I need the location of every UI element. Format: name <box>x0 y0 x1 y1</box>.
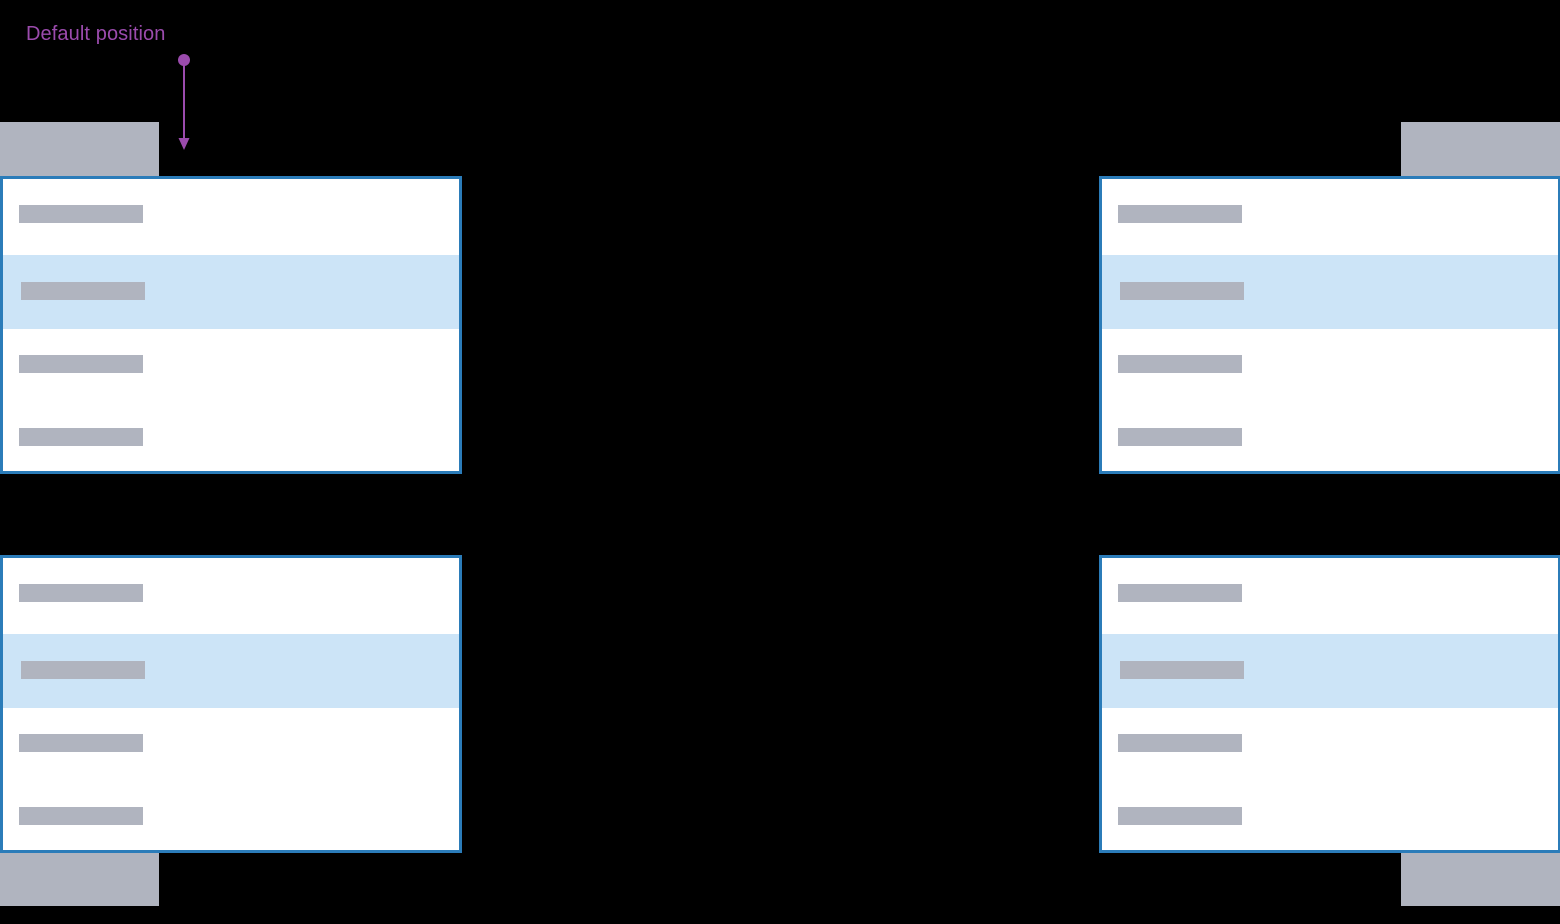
list-item-text-placeholder <box>21 282 145 300</box>
list-item-text-placeholder <box>1118 584 1242 602</box>
list-item-text-placeholder <box>19 734 143 752</box>
panel-bottom-right[interactable] <box>1099 555 1560 853</box>
list-item-selected[interactable] <box>1102 255 1558 329</box>
list-item-text-placeholder <box>1120 282 1244 300</box>
list-item[interactable] <box>1102 708 1558 782</box>
list-item[interactable] <box>3 708 459 782</box>
list-item-text-placeholder <box>21 661 145 679</box>
list-item-text-placeholder <box>19 584 143 602</box>
tab-top-left[interactable] <box>0 122 159 177</box>
list-item-selected[interactable] <box>3 634 459 708</box>
tab-top-right[interactable] <box>1401 122 1560 177</box>
list-item[interactable] <box>1102 179 1558 255</box>
list-item-selected[interactable] <box>3 255 459 329</box>
list-item-text-placeholder <box>1118 355 1242 373</box>
default-position-label: Default position <box>26 23 166 45</box>
list-item[interactable] <box>3 558 459 634</box>
list-item-text-placeholder <box>19 355 143 373</box>
list-item[interactable] <box>3 782 459 850</box>
list-item[interactable] <box>3 329 459 403</box>
list-item-text-placeholder <box>1118 734 1242 752</box>
panel-row-list <box>1102 558 1558 850</box>
list-item[interactable] <box>3 179 459 255</box>
panel-top-right[interactable] <box>1099 176 1560 474</box>
list-item[interactable] <box>1102 403 1558 471</box>
list-item[interactable] <box>3 403 459 471</box>
list-item[interactable] <box>1102 558 1558 634</box>
list-item-text-placeholder <box>19 428 143 446</box>
panel-row-list <box>3 179 459 471</box>
tab-bottom-right[interactable] <box>1401 851 1560 906</box>
list-item-text-placeholder <box>1120 661 1244 679</box>
tab-bottom-left[interactable] <box>0 851 159 906</box>
list-item-text-placeholder <box>19 205 143 223</box>
list-item[interactable] <box>1102 329 1558 403</box>
list-item-text-placeholder <box>1118 428 1242 446</box>
list-item-text-placeholder <box>1118 205 1242 223</box>
list-item-text-placeholder <box>19 807 143 825</box>
list-item[interactable] <box>1102 782 1558 850</box>
panel-row-list <box>3 558 459 850</box>
list-item-selected[interactable] <box>1102 634 1558 708</box>
panel-top-left[interactable] <box>0 176 462 474</box>
panel-row-list <box>1102 179 1558 471</box>
default-position-arrow-icon <box>178 54 190 150</box>
list-item-text-placeholder <box>1118 807 1242 825</box>
panel-bottom-left[interactable] <box>0 555 462 853</box>
